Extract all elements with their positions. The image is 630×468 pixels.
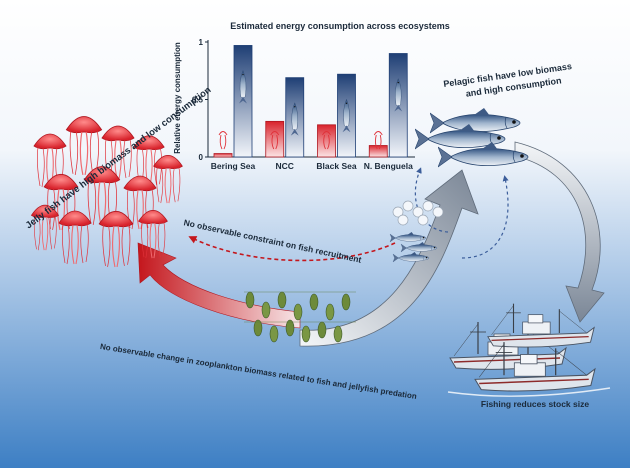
- y-tick-label: 0.5: [192, 96, 204, 105]
- zooplankton-icon: [317, 321, 327, 339]
- grey-arrow-zooplankton-to-fish: [299, 169, 479, 347]
- category-label: N. Benguela: [364, 161, 413, 171]
- fish-eggs-icon: [412, 206, 424, 218]
- fish-eggs-icon: [417, 214, 429, 226]
- zooplankton-icon: [309, 293, 319, 311]
- zooplankton-cluster: [244, 291, 356, 343]
- zooplankton-icon: [341, 293, 351, 311]
- chart-title: Estimated energy consumption across ecos…: [230, 21, 450, 31]
- bar-fish-0: [233, 45, 253, 158]
- jellyfish-icon: [322, 131, 331, 150]
- zooplankton-icon: [293, 303, 303, 321]
- bar-jellyfish-1: [265, 120, 285, 158]
- jellyfish-icon: [218, 131, 228, 150]
- fish-eggs-cluster: [392, 200, 444, 226]
- zooplankton-icon: [325, 303, 335, 321]
- zooplankton-icon: [269, 325, 279, 343]
- dashed-arrow-recruitment: [188, 236, 396, 262]
- zooplankton-icon: [253, 319, 263, 337]
- zooplankton-icon: [285, 319, 295, 337]
- zooplankton-icon: [261, 301, 271, 319]
- fishing-fleet: [447, 303, 611, 397]
- fish-eggs-icon: [422, 200, 434, 212]
- y-axis-label: Relative energy consumption: [173, 42, 182, 154]
- category-label: Black Sea: [316, 161, 356, 171]
- dashed-arrow-larvae-to-fish: [461, 175, 509, 259]
- jellyfish-icon: [270, 131, 280, 150]
- fish-eggs-icon: [402, 200, 414, 212]
- fish-eggs-icon: [392, 206, 404, 218]
- zooplankton-icon: [333, 325, 343, 343]
- energy-consumption-chart: Estimated energy consumption across ecos…: [173, 21, 450, 171]
- bar-jellyfish-3: [368, 145, 388, 158]
- y-tick-label: 1: [199, 38, 204, 47]
- fishing-label: Fishing reduces stock size: [481, 399, 589, 409]
- zooplankton-icon: [277, 291, 287, 309]
- category-label: Bering Sea: [211, 161, 256, 171]
- bar-jellyfish-2: [317, 124, 336, 158]
- jellyfish-icon: [373, 131, 383, 150]
- grey-arrow-fish-to-fishing: [514, 141, 605, 323]
- zooplankton-icon: [301, 325, 311, 343]
- category-label: NCC: [276, 161, 294, 171]
- fish-eggs-icon: [397, 214, 409, 226]
- zooplankton-icon: [245, 291, 255, 309]
- y-tick-label: 0: [199, 153, 204, 162]
- bar-jellyfish-0: [213, 153, 233, 158]
- fish-eggs-icon: [432, 206, 444, 218]
